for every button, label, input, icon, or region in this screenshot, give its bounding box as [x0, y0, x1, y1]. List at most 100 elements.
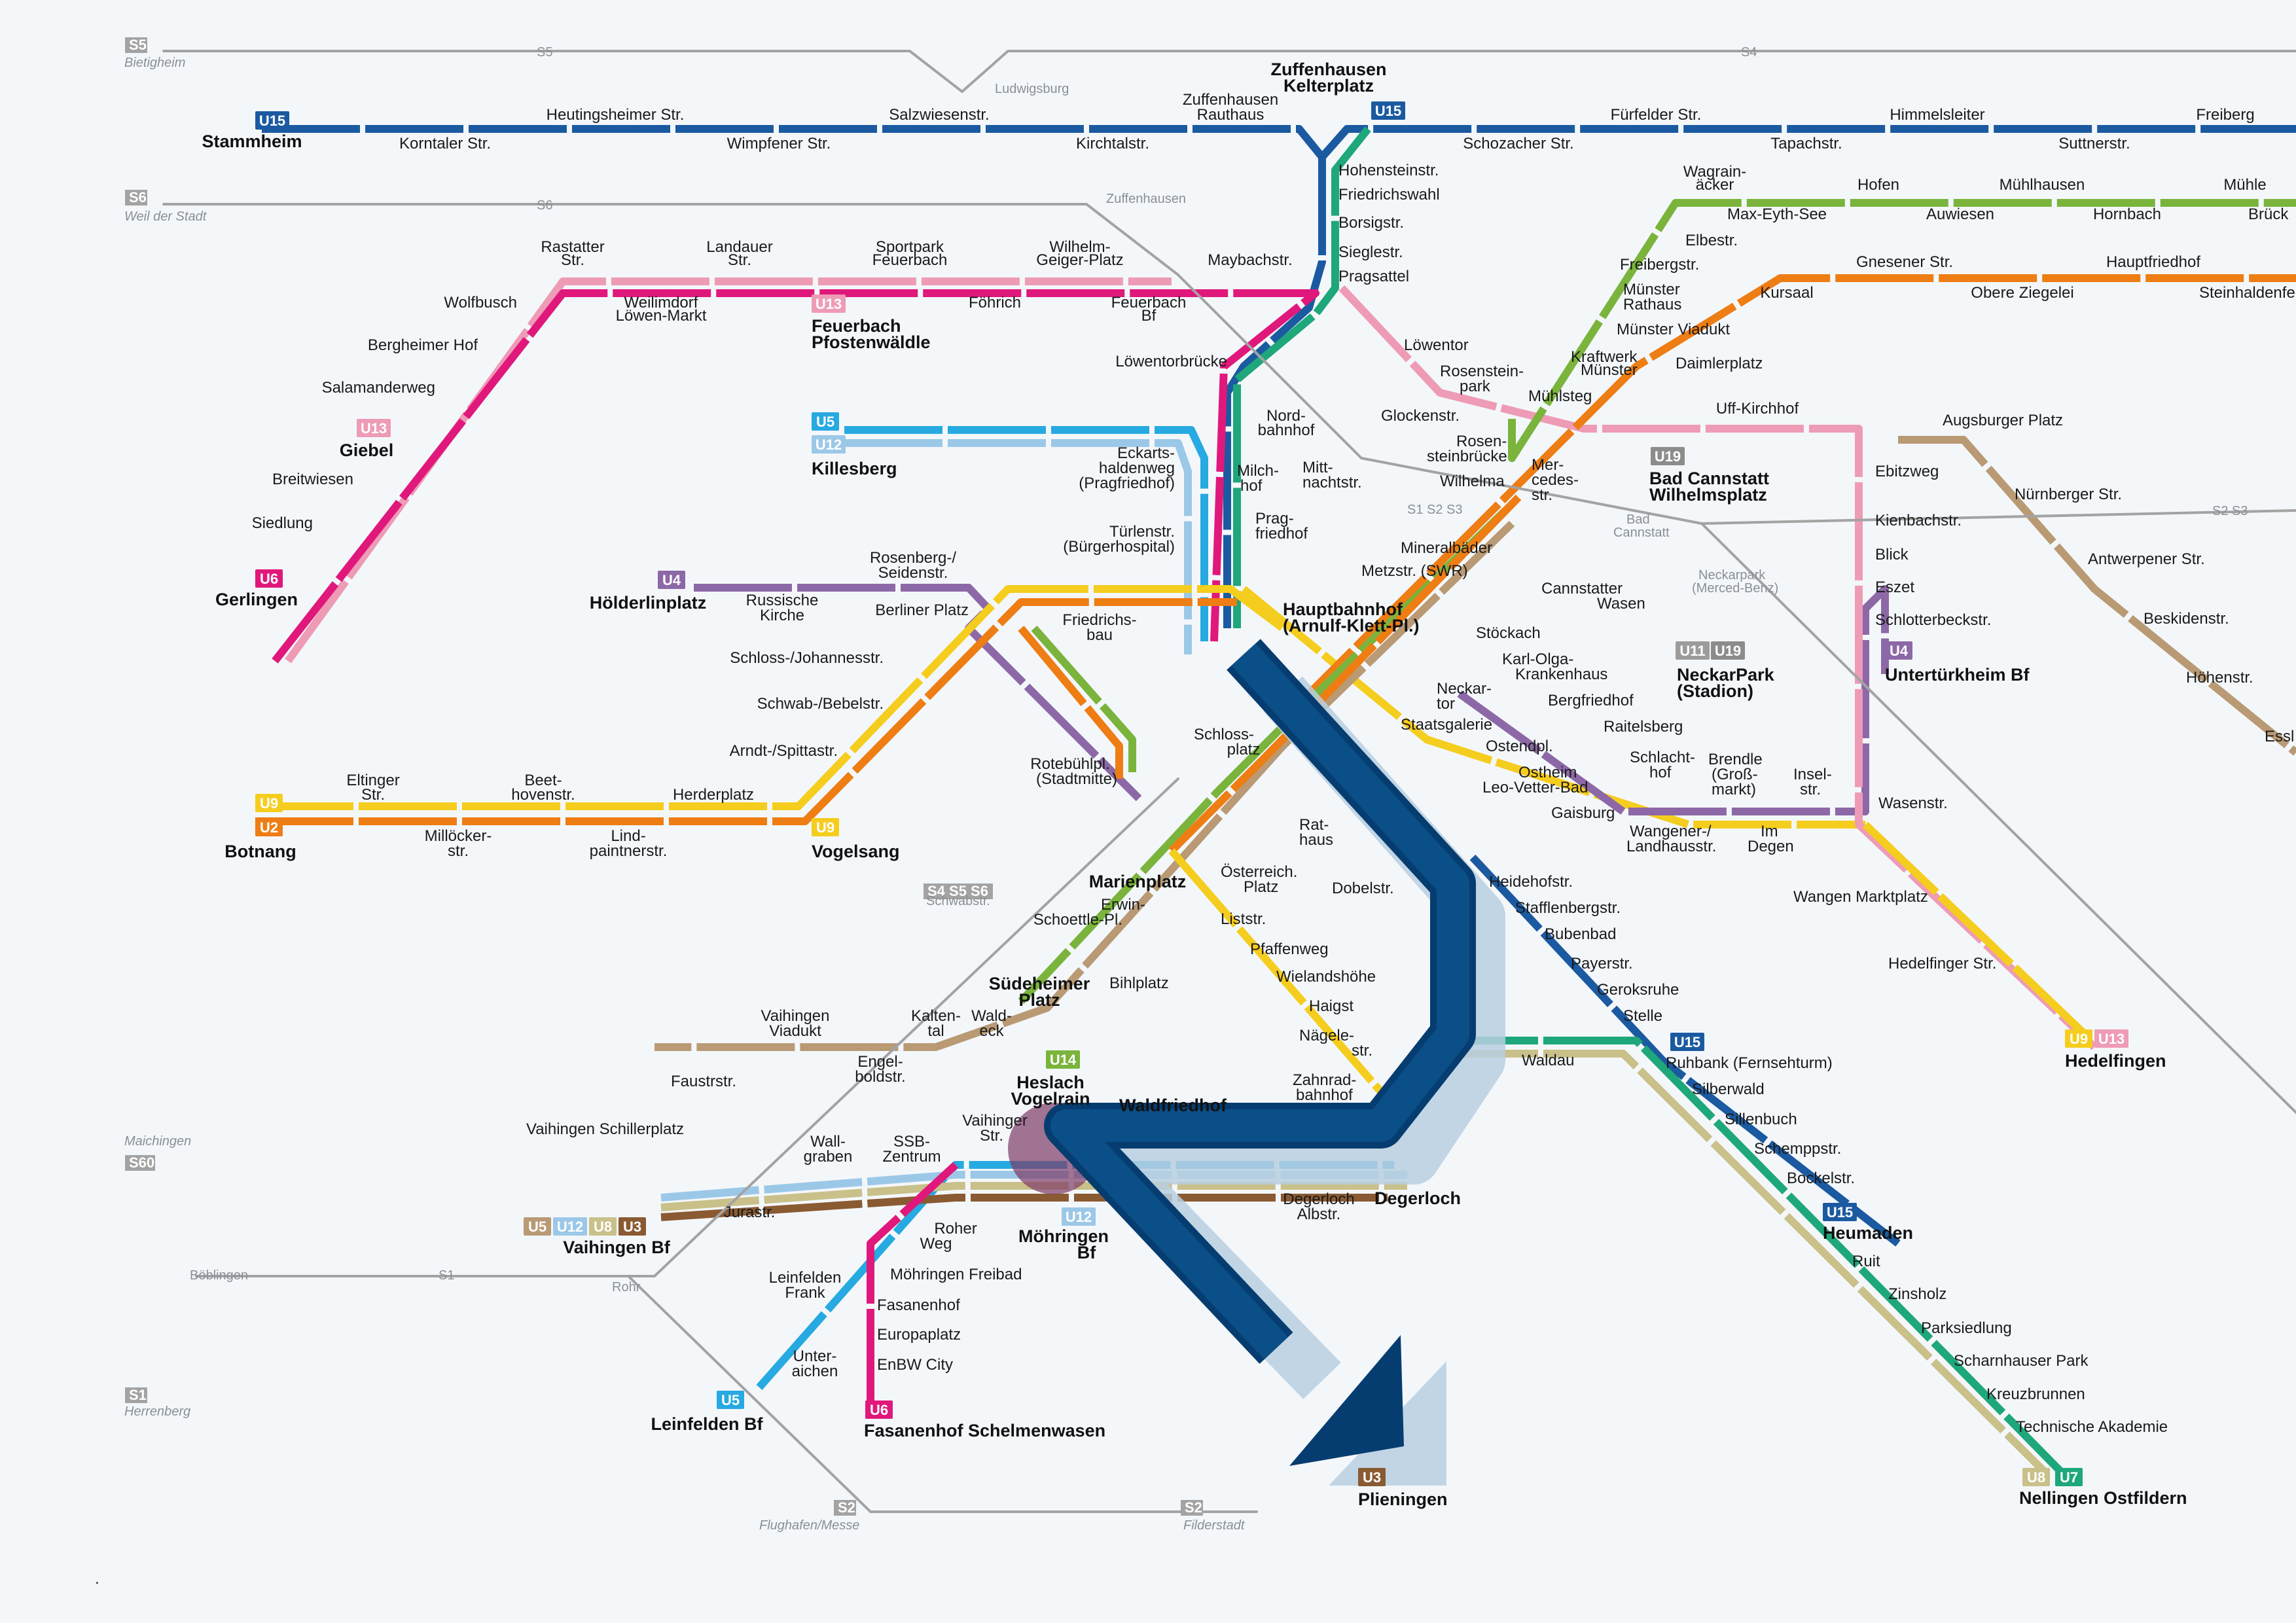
station-label[interactable]: eck [979, 1022, 1004, 1040]
station-label[interactable]: Roher [934, 1220, 977, 1238]
station-label[interactable]: Löwentorbrücke [1115, 353, 1227, 370]
station-label[interactable]: Rosenstein- [1440, 363, 1524, 380]
station-label[interactable]: Nägele- [1299, 1027, 1354, 1044]
station-label[interactable]: Hauptfriedhof [2106, 253, 2200, 271]
terminus-label[interactable]: NeckarPark [1677, 665, 1775, 685]
station-label[interactable]: Freibergstr. [1620, 256, 1699, 274]
station-label[interactable]: Rosenberg-/ [870, 549, 956, 567]
station-label[interactable]: Hohensteinstr. [1338, 162, 1439, 179]
station-label[interactable]: Wilhelma [1440, 473, 1505, 490]
station-label[interactable]: Schloss- [1194, 726, 1254, 743]
station-label[interactable]: str. [1532, 486, 1552, 504]
station-label[interactable]: Bf [1141, 307, 1157, 325]
station-label[interactable]: Brendle [1708, 751, 1763, 768]
station-label[interactable]: Prag- [1255, 510, 1294, 527]
station-label[interactable]: Löwen-Markt [616, 307, 707, 325]
station-label[interactable]: Bergfriedhof [1548, 692, 1634, 709]
station-label[interactable]: Cannstatter [1541, 580, 1623, 597]
station-label[interactable]: Rotebühlpl. [1030, 755, 1109, 773]
station-label[interactable]: Eckarts- [1117, 444, 1175, 462]
station-label[interactable]: bahnhof [1296, 1086, 1353, 1104]
station-label[interactable]: Rauthaus [1197, 106, 1265, 124]
station-label[interactable]: Kraftwerk [1571, 348, 1638, 366]
station-label[interactable]: Viadukt [769, 1022, 821, 1040]
terminus-label[interactable]: Gerlingen [215, 590, 298, 609]
station-label[interactable]: tor [1437, 695, 1455, 713]
station-label[interactable]: Sieglestr. [1338, 243, 1403, 261]
terminus-label[interactable]: Bad Cannstatt [1649, 469, 1769, 488]
station-label[interactable]: Leo-Vetter-Bad [1482, 779, 1588, 796]
station-label[interactable]: Maybachstr. [1208, 251, 1292, 269]
station-label[interactable]: Raitelsberg [1604, 718, 1683, 736]
terminus-label[interactable]: Killesberg [812, 459, 897, 478]
station-label[interactable]: EnBW City [877, 1356, 953, 1374]
station-label[interactable]: Bergheimer Hof [368, 336, 478, 354]
station-label[interactable]: Landhausstr. [1626, 838, 1716, 855]
station-label[interactable]: Löwentor [1404, 336, 1469, 354]
station-label[interactable]: Siedlung [252, 514, 313, 532]
station-label[interactable]: Glockenstr. [1381, 407, 1460, 425]
station-label[interactable]: Bubenbad [1545, 925, 1616, 943]
station-label[interactable]: (Pragfriedhof) [1079, 474, 1175, 492]
station-label[interactable]: Gaisburg [1551, 804, 1615, 822]
station-label[interactable]: Mitt- [1302, 459, 1333, 476]
station-label[interactable]: Türlenstr. [1109, 523, 1175, 541]
station-label[interactable]: Wilhelm- [1049, 238, 1110, 256]
station-label[interactable]: Sillenbuch [1725, 1111, 1797, 1128]
station-label[interactable]: Münster [1581, 361, 1638, 379]
station-label[interactable]: Salamanderweg [322, 379, 435, 397]
station-label[interactable]: Hofen [1857, 176, 1899, 194]
station-label[interactable]: Silberwald [1692, 1080, 1765, 1098]
station-label[interactable]: Neckar- [1437, 680, 1492, 698]
station-label[interactable]: hof [1649, 764, 1672, 781]
station-label[interactable]: Antwerpener Str. [2088, 550, 2205, 568]
terminus-label[interactable]: Bf [1077, 1243, 1096, 1262]
terminus-label[interactable]: Leinfelden Bf [651, 1414, 763, 1434]
station-label[interactable]: Payerstr. [1571, 955, 1633, 972]
terminus-label[interactable]: Vogelsang [812, 842, 900, 861]
station-label[interactable]: Salzwiesenstr. [889, 106, 989, 124]
station-label[interactable]: bahnhof [1258, 421, 1315, 439]
station-label[interactable]: cedes- [1532, 471, 1579, 489]
terminus-label[interactable]: Hedelfingen [2065, 1051, 2166, 1071]
terminus-label[interactable]: Heumaden [1823, 1223, 1913, 1243]
station-label[interactable]: Schlotterbeckstr. [1875, 611, 1991, 629]
station-label[interactable]: haus [1299, 831, 1333, 849]
station-label[interactable]: Arndt-/Spittastr. [730, 742, 838, 760]
station-label[interactable]: Staatsgalerie [1401, 716, 1492, 734]
station-label[interactable]: Wangen Marktplatz [1793, 888, 1928, 906]
terminus-label[interactable]: Untertürkheim Bf [1885, 665, 2030, 685]
station-label[interactable]: str. [448, 842, 469, 860]
station-label[interactable]: Heutingsheimer Str. [547, 106, 685, 124]
station-label[interactable]: Insel- [1793, 766, 1832, 783]
station-label[interactable]: Nord- [1266, 407, 1306, 425]
station-label[interactable]: Uff-Kirchhof [1716, 400, 1799, 418]
terminus-label[interactable]: Platz [1018, 990, 1060, 1010]
station-label[interactable]: Elbestr. [1685, 232, 1738, 249]
station-label[interactable]: Russische [746, 592, 819, 609]
station-label[interactable]: Feuerbach [1111, 294, 1187, 312]
station-label[interactable]: SSB- [893, 1133, 930, 1150]
station-label[interactable]: Rat- [1299, 816, 1329, 834]
station-label[interactable]: hovenstr. [511, 786, 575, 804]
station-label[interactable]: Wald- [971, 1007, 1012, 1025]
station-label[interactable]: Max-Eyth-See [1727, 205, 1827, 223]
station-label[interactable]: Gnesener Str. [1856, 253, 1953, 271]
station-label[interactable]: Geiger-Platz [1036, 251, 1123, 269]
terminus-label[interactable]: Hauptbahnhof [1283, 599, 1403, 619]
station-label[interactable]: bau [1086, 626, 1113, 644]
station-label[interactable]: hof [1240, 477, 1263, 495]
station-label[interactable]: Bockelstr. [1787, 1169, 1855, 1187]
terminus-label[interactable]: Möhringen [1018, 1226, 1109, 1246]
station-label[interactable]: Haigst [1309, 997, 1354, 1015]
station-label[interactable]: Borsigstr. [1338, 214, 1404, 232]
station-label[interactable]: Vaihingen [761, 1007, 830, 1025]
terminus-label[interactable]: Fasanenhof Schelmenwasen [864, 1421, 1105, 1440]
station-label[interactable]: Ostendpl. [1486, 738, 1553, 755]
station-label[interactable]: Zahnrad- [1293, 1071, 1356, 1089]
station-label[interactable]: Blick [1875, 546, 1909, 563]
station-label[interactable]: Kreuzbrunnen [1986, 1385, 2085, 1403]
station-label[interactable]: Pragsattel [1338, 268, 1409, 285]
station-label[interactable]: aichen [792, 1363, 838, 1380]
station-label[interactable]: haldenweg [1099, 459, 1175, 477]
